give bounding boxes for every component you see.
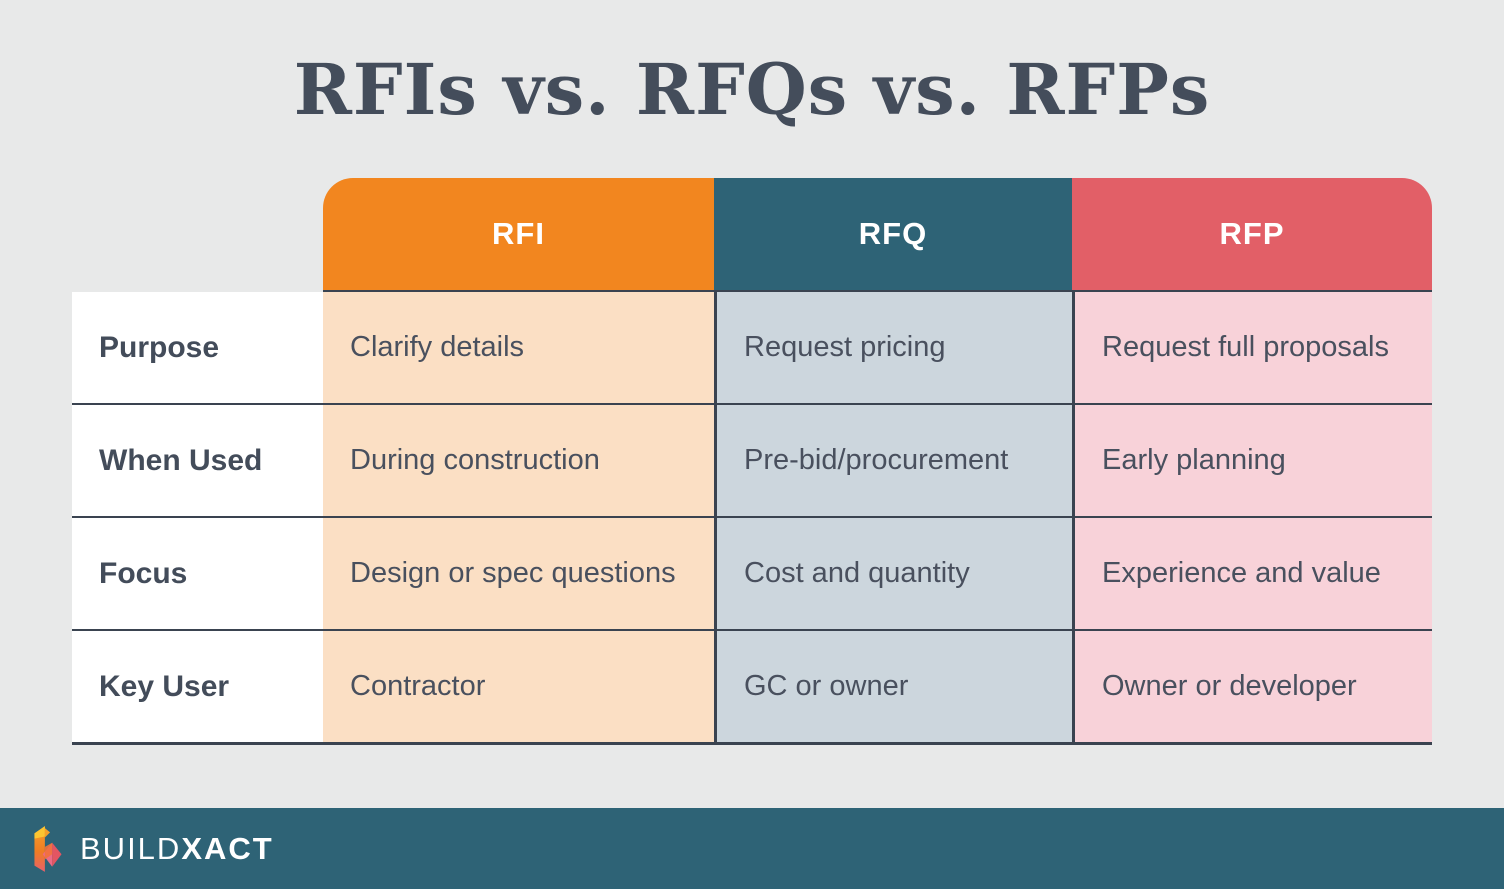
row-header-when-used: When Used bbox=[72, 405, 323, 518]
row-header-focus: Focus bbox=[72, 518, 323, 631]
cell-when-used-rfq: Pre-bid/procurement bbox=[714, 405, 1072, 518]
cell-when-used-rfi: During construction bbox=[323, 405, 714, 518]
cell-purpose-rfi: Clarify details bbox=[323, 292, 714, 405]
comparison-table: RFI RFQ RFP Purpose Clarify details Requ… bbox=[72, 178, 1432, 745]
cell-purpose-rfq: Request pricing bbox=[714, 292, 1072, 405]
wordmark-xact: XACT bbox=[181, 830, 274, 866]
cell-key-user-rfi: Contractor bbox=[323, 631, 714, 745]
row-header-key-user: Key User bbox=[72, 631, 323, 745]
header-spacer bbox=[72, 178, 323, 292]
cell-focus-rfi: Design or spec questions bbox=[323, 518, 714, 631]
page-title: RFIs vs. RFQs vs. RFPs bbox=[293, 48, 1211, 131]
cell-purpose-rfp: Request full proposals bbox=[1072, 292, 1432, 405]
column-header-rfq: RFQ bbox=[714, 178, 1072, 292]
buildxact-logo-icon bbox=[34, 825, 62, 872]
wordmark-build: BUILD bbox=[80, 830, 182, 866]
row-header-purpose: Purpose bbox=[72, 292, 323, 405]
cell-focus-rfq: Cost and quantity bbox=[714, 518, 1072, 631]
column-header-rfi: RFI bbox=[323, 178, 714, 292]
cell-focus-rfp: Experience and value bbox=[1072, 518, 1432, 631]
cell-when-used-rfp: Early planning bbox=[1072, 405, 1432, 518]
cell-key-user-rfp: Owner or developer bbox=[1072, 631, 1432, 745]
column-header-rfp: RFP bbox=[1072, 178, 1432, 292]
cell-key-user-rfq: GC or owner bbox=[714, 631, 1072, 745]
